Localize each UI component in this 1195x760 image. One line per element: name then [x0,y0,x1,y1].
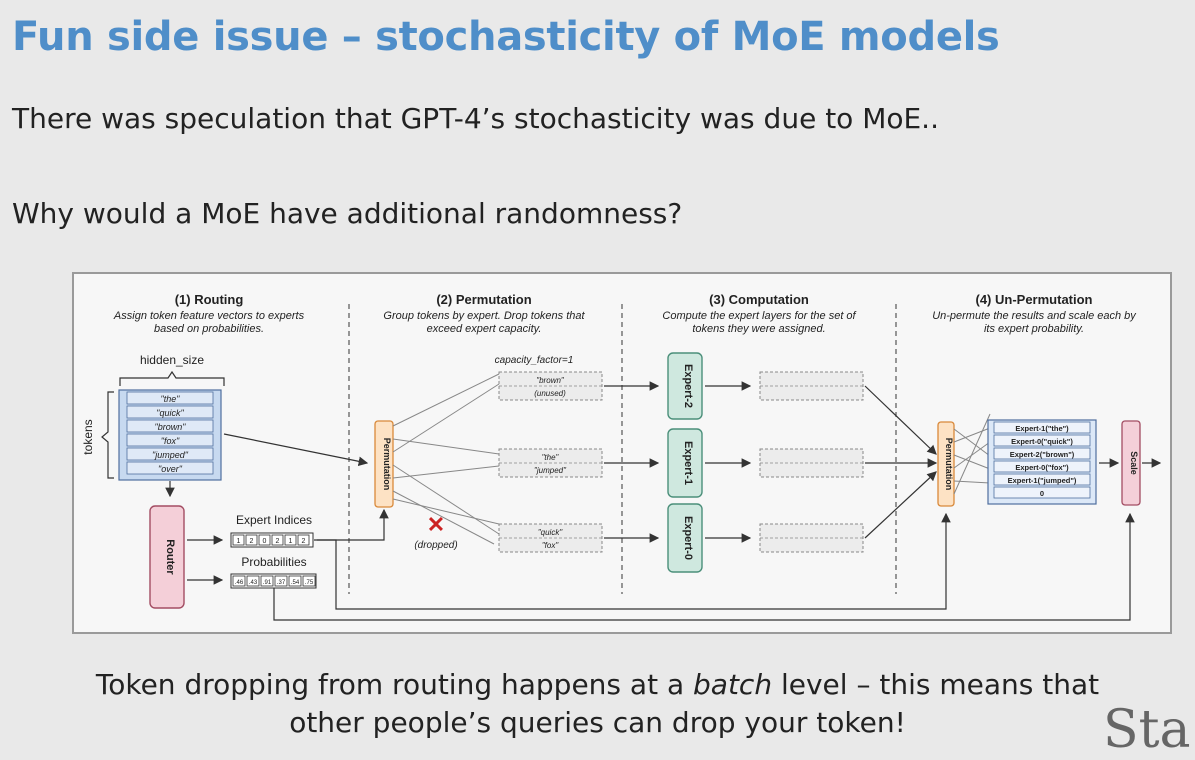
probability-5: .75 [305,580,314,586]
moe-diagram: (1) Routing Assign token feature vectors… [72,272,1172,634]
token-5: "over" [158,464,183,474]
expert-0-label: Expert-0 [682,516,694,560]
arrow-out-2-to-unpermute [864,385,937,455]
expert-index-0: 1 [237,538,241,545]
capacity-factor-label: capacity_factor=1 [495,355,574,366]
section-permutation-desc2: exceed expert capacity. [427,323,542,335]
probability-1: .43 [249,580,258,586]
expert-1-box: Expert-1 [667,428,703,498]
expert-index-2: 0 [263,538,267,545]
expert-1-label: Expert-1 [682,441,694,485]
conclusion-line-1: Token dropping from routing happens at a… [0,668,1195,701]
probabilities-array: .46 .43 .91 .37 .54 .75 [230,573,317,589]
buffer-2-token-b: (unused) [534,389,566,398]
token-0: "the" [161,394,181,404]
expert-indices-array: 1 2 0 2 1 2 [230,532,314,548]
probability-3: .37 [277,580,286,586]
output-row-4: Expert-1("jumped") [1008,476,1077,485]
unpermute-lines [953,413,991,495]
conclusion-part2: level – this means that [772,668,1100,701]
section-routing-heading: (1) Routing [175,292,244,307]
router-label: Router [164,539,176,575]
output-row-3: Expert-0("fox") [1015,463,1069,472]
expert-0-box: Expert-0 [667,503,703,573]
section-computation-desc2: tokens they were assigned. [692,323,825,335]
section-permutation-desc1: Group tokens by expert. Drop tokens that [383,310,585,322]
routing-lines [392,373,500,545]
token-1: "quick" [156,408,184,418]
unpermutation-label: Permutation [944,438,954,491]
arrow-indices-to-unpermutation [317,512,951,610]
expert-index-5: 2 [302,538,306,545]
expert-buffer-1: "the" "jumped" [498,448,603,478]
speculation-text: There was speculation that GPT-4’s stoch… [12,102,939,135]
scale-label: Scale [1129,451,1139,475]
dropped-label: (dropped) [414,540,457,551]
section-routing-desc1: Assign token feature vectors to experts [113,310,305,322]
token-2: "brown" [155,422,187,432]
hidden-size-brace [119,370,225,386]
section-computation-desc1: Compute the expert layers for the set of [662,310,856,322]
dropped-x-icon: ✕ [427,512,445,537]
tokens-brace [101,391,114,479]
tokens-label: tokens [81,419,95,454]
section-unpermutation-desc1: Un-permute the results and scale each by [932,310,1137,322]
conclusion-line-2: other people’s queries can drop your tok… [289,706,906,739]
probability-4: .54 [291,580,300,586]
section-permutation-heading: (2) Permutation [436,292,531,307]
arrow-indices-to-permutation [314,508,389,541]
token-4: "jumped" [152,450,189,460]
section-computation-heading: (3) Computation [709,292,809,307]
output-row-1: Expert-0("quick") [1011,437,1073,446]
expert-index-1: 2 [250,538,254,545]
conclusion-emphasis: batch [693,668,773,701]
probability-0: .46 [235,580,244,586]
question-text: Why would a MoE have additional randomne… [12,197,683,230]
arrow-out-0-to-unpermute [864,471,937,539]
permutation-box [374,420,394,508]
arrow-probabilities-to-scale [273,512,1135,621]
expert-indices-label: Expert Indices [236,513,312,527]
output-row-2: Expert-2("brown") [1010,450,1075,459]
buffer-1-token-a: "the" [542,453,560,462]
section-unpermutation-heading: (4) Un-Permutation [976,292,1093,307]
expert-2-label: Expert-2 [682,364,694,408]
buffer-1-token-b: "jumped" [534,466,567,475]
slide-title: Fun side issue – stochasticity of MoE mo… [12,14,1000,60]
section-unpermutation-desc2: its expert probability. [984,323,1084,335]
token-3: "fox" [161,436,180,446]
output-row-5: 0 [1040,489,1044,498]
unpermutation-box [937,421,955,507]
probability-2: .91 [263,580,272,586]
output-row-0: Expert-1("the") [1015,424,1069,433]
probabilities-label: Probabilities [241,555,306,569]
hidden-size-label: hidden_size [140,353,204,367]
conclusion-part1: Token dropping from routing happens at a [95,668,694,701]
scale-box [1121,420,1141,506]
expert-buffer-0: "quick" "fox" [498,523,603,553]
corner-logo-text: Sta [1103,700,1191,760]
buffer-2-token-a: "brown" [536,376,565,385]
arrow-tokens-to-permutation [223,433,369,467]
buffer-0-token-b: "fox" [542,541,560,550]
moe-diagram-svg: (1) Routing Assign token feature vectors… [81,292,1162,621]
expert-2-box: Expert-2 [667,352,703,420]
expert-index-4: 1 [289,538,293,545]
router-box [149,505,185,609]
expert-output-buffers [759,371,864,553]
expert-buffer-2: "brown" (unused) [498,371,603,401]
section-routing-desc2: based on probabilities. [154,323,264,335]
output-table: Expert-1("the") Expert-0("quick") Expert… [987,419,1097,505]
permutation-label: Permutation [382,438,392,491]
buffer-0-token-a: "quick" [538,528,564,537]
token-matrix: "the" "quick" "brown" "fox" "jumped" "ov… [118,389,222,481]
expert-index-3: 2 [276,538,280,545]
